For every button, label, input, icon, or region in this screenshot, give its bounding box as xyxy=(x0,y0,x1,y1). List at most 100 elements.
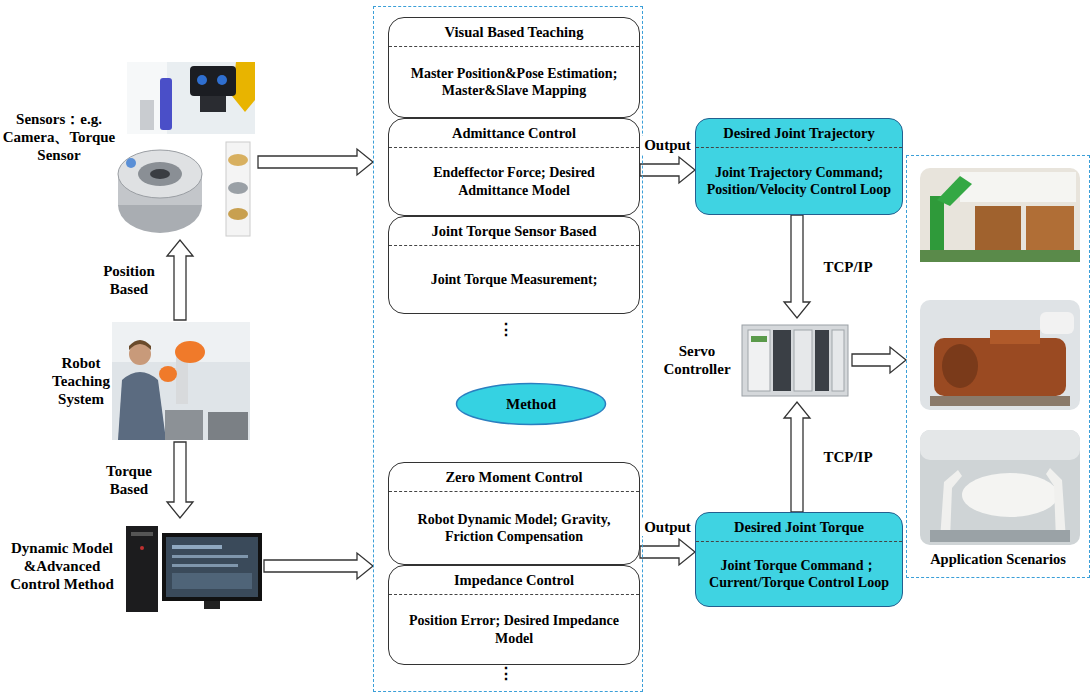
machine-stand xyxy=(930,396,1070,406)
sensor-ring xyxy=(138,162,182,186)
pc-drive xyxy=(131,532,153,536)
figure-group: Robot Teaching System xyxy=(48,320,252,442)
box-body: Master Position&Pose Estimation; Master&… xyxy=(389,46,639,117)
robot-base xyxy=(930,196,944,256)
block-arrow xyxy=(640,157,695,183)
exploded-part xyxy=(228,154,248,166)
person-body xyxy=(118,372,166,440)
box-heading: Zero Moment Control xyxy=(389,463,639,491)
figure-group: Dynamic Model &Advanced Control Method xyxy=(0,518,264,614)
edge-label: Torque Based xyxy=(96,462,162,498)
box-heading: Desired Joint Torque xyxy=(696,513,902,541)
robot-arm xyxy=(1046,468,1066,540)
plc-module xyxy=(832,330,844,391)
exploded-view xyxy=(226,142,250,236)
aircraft-booth-photo xyxy=(920,430,1080,545)
heading-text: Desired Joint Torque xyxy=(704,519,894,536)
plc-module xyxy=(794,330,812,391)
machine-top xyxy=(990,330,1040,344)
method-region: Visual Based TeachingMaster Position&Pos… xyxy=(373,6,643,692)
body-text: Robot Dynamic Model; Gravity, Friction C… xyxy=(397,511,631,546)
robot-joint xyxy=(175,341,205,363)
monitor-stand xyxy=(204,601,220,609)
sensor-logo xyxy=(126,158,136,168)
body-text: Joint Torque Measurement; xyxy=(431,271,598,289)
screen-line xyxy=(172,555,248,558)
machine-body xyxy=(934,338,1066,396)
heading-text: Impedance Control xyxy=(397,572,631,589)
box-heading: Admittance Control xyxy=(389,119,639,147)
region-label: Application Scenarios xyxy=(907,551,1089,568)
exploded-part xyxy=(228,208,248,220)
camera-lens xyxy=(197,75,207,85)
camera-mount xyxy=(200,96,226,112)
ellipse-label: Method xyxy=(506,395,556,413)
screen-line xyxy=(172,545,222,549)
photo-ground xyxy=(112,322,250,440)
floor xyxy=(930,530,1070,542)
method-box: Visual Based TeachingMaster Position&Pos… xyxy=(388,17,640,118)
booth-wall xyxy=(960,172,1076,202)
block-arrow xyxy=(852,347,906,373)
box-body: Joint Trajectory Command; Position/Veloc… xyxy=(696,147,902,214)
method-box: Admittance ControlEndeffector Force; Des… xyxy=(388,118,640,216)
block-arrow xyxy=(784,402,810,512)
workpiece xyxy=(160,78,172,130)
heading-text: Joint Torque Sensor Based xyxy=(397,223,631,240)
plc-module xyxy=(815,330,829,391)
monitor xyxy=(162,533,262,601)
robot-joint xyxy=(159,366,177,382)
ellipsis-mark: ⋮ xyxy=(498,666,514,682)
spray-robot xyxy=(1040,312,1074,334)
sensor-hole xyxy=(150,169,170,179)
figure-label: Robot Teaching System xyxy=(50,354,112,408)
photo-ground xyxy=(920,168,1080,262)
method-box: Joint Torque Sensor BasedJoint Torque Me… xyxy=(388,216,640,314)
figure-group: Servo Controller xyxy=(655,318,852,402)
edge-label: TCP/IP xyxy=(815,258,881,276)
block-arrow xyxy=(640,539,695,565)
figure-label: Servo Controller xyxy=(657,342,737,378)
monitor-screen xyxy=(166,537,258,597)
body-text: Joint Torque Command； Current/Torque Con… xyxy=(704,557,894,592)
plc-module xyxy=(748,330,770,391)
pc-light xyxy=(140,546,144,550)
paint-booth-photo xyxy=(920,168,1080,262)
cabinet xyxy=(975,206,1021,256)
exploded-part xyxy=(228,182,248,194)
fixture xyxy=(140,100,154,130)
servo-controller-photo xyxy=(742,325,848,396)
floor-rail xyxy=(920,250,1080,262)
edge-label: TCP/IP xyxy=(815,448,881,466)
booth-ceiling xyxy=(920,430,1080,460)
body-text: Joint Trajectory Command; Position/Veloc… xyxy=(704,164,894,199)
crate xyxy=(208,412,248,440)
edge-label: Output xyxy=(642,518,693,536)
figure-label: Sensors：e.g. Camera、Torque Sensor xyxy=(2,110,116,164)
figure-group: Sensors：e.g. Camera、Torque Sensor xyxy=(2,58,258,240)
heading-text: Admittance Control xyxy=(397,125,631,142)
heading-text: Visual Based Teaching xyxy=(397,24,631,41)
block-arrow xyxy=(264,553,373,579)
block-arrow xyxy=(167,442,193,518)
screen-panel xyxy=(172,573,252,589)
ellipsis-mark: ⋮ xyxy=(498,322,514,338)
pc-tower xyxy=(126,526,158,612)
person-hair xyxy=(129,340,151,350)
edge-label: Output xyxy=(642,136,693,154)
body-text: Position Error; Desired Impedance Model xyxy=(397,612,631,647)
camera-body xyxy=(190,66,236,96)
block-arrow xyxy=(784,215,810,318)
machine-photo xyxy=(920,300,1080,410)
crate xyxy=(165,410,203,440)
cabinet xyxy=(1026,206,1074,256)
box-body: Joint Torque Command； Current/Torque Con… xyxy=(696,541,902,606)
edge-label: Position Based xyxy=(96,262,162,298)
heading-text: Desired Joint Trajectory xyxy=(704,125,894,142)
robot-arm xyxy=(940,470,962,540)
plc-rack xyxy=(742,325,848,396)
teaching-photo xyxy=(112,322,250,440)
box-heading: Visual Based Teaching xyxy=(389,18,639,46)
sensor-top xyxy=(118,150,202,198)
output-box: Desired Joint TrajectoryJoint Trajectory… xyxy=(695,118,903,215)
